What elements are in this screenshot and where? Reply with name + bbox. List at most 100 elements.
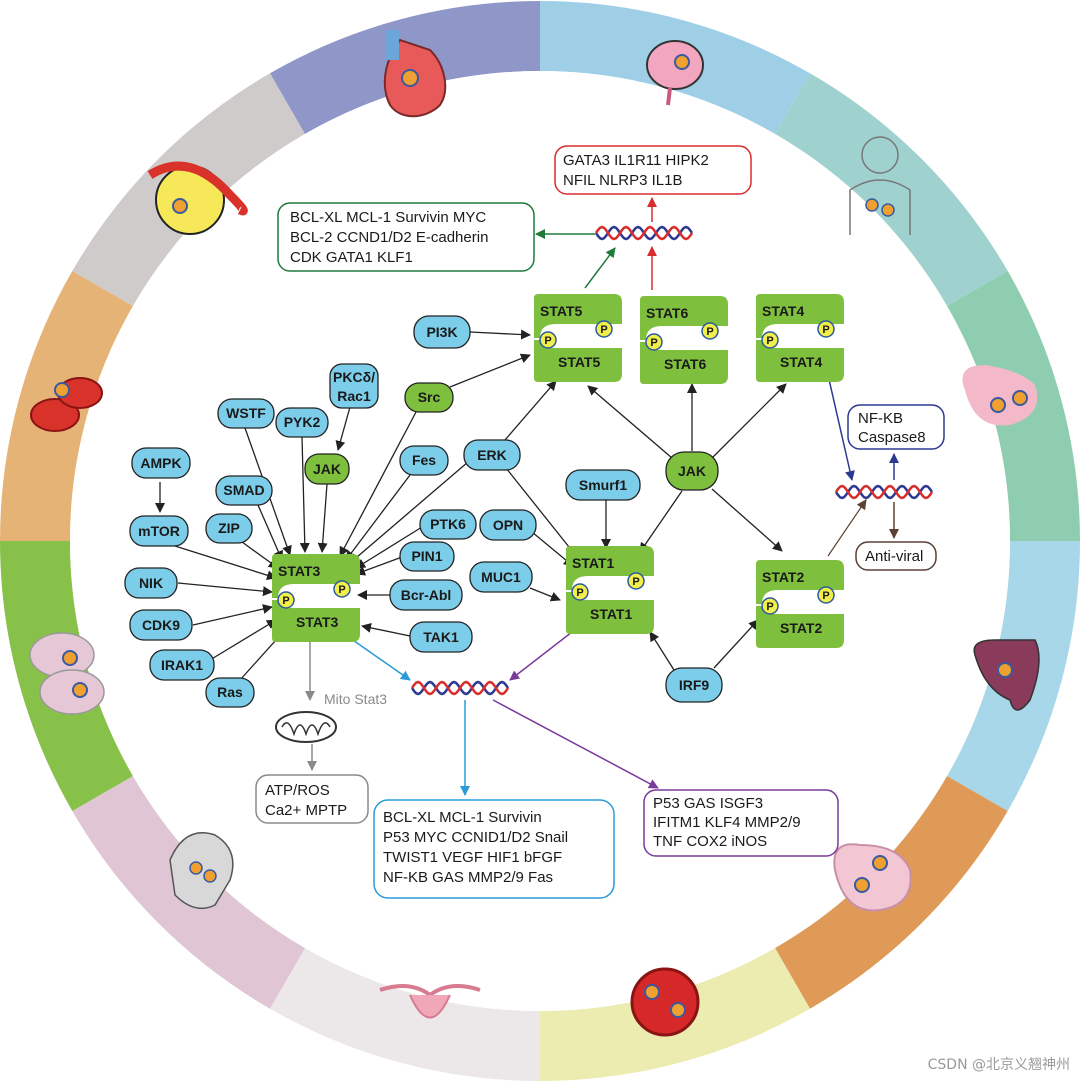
box-purple-bottom: P53 GAS ISGF3 IFITM1 KLF4 MMP2/9 TNF COX…: [643, 789, 839, 857]
svg-text:Bcr-Abl: Bcr-Abl: [401, 587, 452, 603]
node-erk: ERK: [463, 439, 521, 471]
svg-text:BCL-XL MCL-1 Survivin MYC: BCL-XL MCL-1 Survivin MYC: [290, 209, 486, 226]
node-pi3k: PI3K: [413, 315, 471, 349]
stat3-dimer: STAT3 STAT3 P P: [272, 554, 360, 642]
arrow-jak-stat4: [711, 383, 787, 459]
arrow-fes-stat3: [345, 474, 411, 561]
svg-text:PYK2: PYK2: [284, 414, 321, 430]
arrow-muc1-stat1: [529, 587, 561, 602]
arrow-jak-stat5: [587, 385, 673, 459]
node-mtor: mTOR: [129, 515, 189, 547]
svg-text:STAT3: STAT3: [296, 614, 338, 630]
arrow-stat4-dna: [827, 374, 855, 481]
node-muc1: MUC1: [469, 561, 533, 593]
node-smad: SMAD: [215, 475, 273, 506]
node-tak1: TAK1: [409, 621, 473, 653]
mitochondrion-icon: [275, 711, 337, 743]
svg-text:ZIP: ZIP: [218, 520, 240, 536]
lung-icon: [29, 632, 105, 715]
box-red-top: GATA3 IL1R11 HIPK2 NFIL NLRP3 IL1B: [554, 145, 752, 195]
ring-segment: [775, 73, 1008, 306]
svg-text:ERK: ERK: [477, 447, 507, 463]
svg-text:Ca2+ MPTP: Ca2+ MPTP: [265, 802, 347, 819]
svg-text:TWIST1 VEGF HIF1 bFGF: TWIST1 VEGF HIF1 bFGF: [383, 849, 562, 866]
node-cdk9: CDK9: [129, 609, 193, 641]
box-blue-bottom: BCL-XL MCL-1 Survivin P53 MYC CCNID1/D2 …: [373, 799, 615, 899]
svg-text:TAK1: TAK1: [423, 629, 459, 645]
svg-text:NF-KB GAS MMP2/9 Fas: NF-KB GAS MMP2/9 Fas: [383, 869, 553, 886]
arrow-src-stat3: [339, 411, 417, 557]
arrow-jak-stat3: [317, 483, 328, 553]
arrow-stat3-dna: [349, 637, 411, 681]
intestine-icon: [833, 843, 912, 912]
node-zip: ZIP: [205, 513, 253, 544]
node-jak-small: JAK: [304, 453, 350, 485]
node-irak1: IRAK1: [149, 649, 215, 681]
node-jak-main: JAK: [665, 451, 719, 491]
arrow-irf9-stat2: [713, 619, 759, 669]
svg-text:P53 MYC CCNID1/D2 Snail: P53 MYC CCNID1/D2 Snail: [383, 829, 568, 846]
svg-text:NIK: NIK: [139, 575, 163, 591]
svg-text:CDK9: CDK9: [142, 617, 180, 633]
svg-text:AMPK: AMPK: [140, 455, 181, 471]
svg-text:PI3K: PI3K: [426, 324, 457, 340]
svg-text:P: P: [338, 584, 345, 596]
svg-text:Caspase8: Caspase8: [858, 429, 926, 446]
svg-text:ATP/ROS: ATP/ROS: [265, 782, 330, 799]
svg-text:GATA3 IL1R11 HIPK2: GATA3 IL1R11 HIPK2: [563, 152, 709, 169]
svg-text:STAT2: STAT2: [780, 620, 822, 636]
svg-text:P: P: [576, 587, 583, 599]
stat4-dimer: STAT4 STAT4 P P: [756, 294, 844, 382]
stat6-dimer: STAT6 STAT6 P P: [640, 296, 728, 384]
svg-text:STAT5: STAT5: [558, 354, 600, 370]
svg-text:P: P: [632, 576, 639, 588]
blood-cells-icon: [30, 377, 103, 432]
liver-icon: [973, 639, 1040, 711]
blood-vessel-icon: [147, 161, 248, 235]
svg-text:PTK6: PTK6: [430, 516, 466, 532]
svg-text:Fes: Fes: [412, 452, 436, 468]
svg-text:IRAK1: IRAK1: [161, 657, 203, 673]
svg-text:JAK: JAK: [313, 461, 341, 477]
arrow-erk-stat1: [505, 467, 578, 558]
node-opn: OPN: [479, 509, 537, 541]
svg-text:P: P: [282, 595, 289, 607]
svg-text:IRF9: IRF9: [679, 677, 710, 693]
svg-text:STAT3: STAT3: [278, 563, 320, 579]
stat-dimers: STAT5 STAT5 P P STAT6 STAT6 P P STAT4 ST…: [272, 294, 844, 648]
node-fes: Fes: [399, 445, 449, 476]
protein-nodes: PI3K Src PKCδ/Rac1 WSTF PYK2 JAK AMPK mT…: [124, 315, 723, 708]
dna-icon-center: [410, 680, 510, 696]
dna-icon-right: [834, 484, 934, 500]
svg-text:P: P: [822, 590, 829, 602]
svg-text:STAT1: STAT1: [572, 555, 614, 571]
organ-icons: [29, 30, 1040, 1037]
node-bcr-abl: Bcr-Abl: [389, 579, 463, 611]
node-pkcd-rac1: PKCδ/Rac1: [329, 363, 379, 409]
node-ptk6: PTK6: [419, 509, 477, 540]
svg-text:STAT4: STAT4: [780, 354, 822, 370]
node-smurf1: Smurf1: [565, 469, 641, 501]
dna-strands: [410, 225, 934, 696]
svg-text:P53 GAS ISGF3: P53 GAS ISGF3: [653, 795, 763, 812]
stat2-dimer: STAT2 STAT2 P P: [756, 560, 844, 648]
svg-text:mTOR: mTOR: [138, 523, 180, 539]
arrow-erk-stat3: [349, 461, 469, 564]
arrow-pkcd-jak: [335, 406, 351, 451]
arrow-pyk2-stat3: [299, 436, 310, 553]
arrow-smad-stat3: [257, 504, 283, 561]
svg-text:P: P: [766, 601, 773, 613]
svg-text:MUC1: MUC1: [481, 569, 521, 585]
svg-text:CDK GATA1 KLF1: CDK GATA1 KLF1: [290, 249, 413, 266]
svg-text:Rac1: Rac1: [337, 388, 371, 404]
svg-text:STAT5: STAT5: [540, 303, 582, 319]
node-ras: Ras: [205, 677, 255, 708]
svg-text:Smurf1: Smurf1: [579, 477, 627, 493]
arrow-dna-purplebox: [492, 699, 659, 789]
svg-text:NFIL NLRP3 IL1B: NFIL NLRP3 IL1B: [563, 172, 683, 189]
svg-text:STAT6: STAT6: [646, 305, 688, 321]
stat5-dimer: STAT5 STAT5 P P: [534, 294, 622, 382]
svg-text:STAT6: STAT6: [664, 356, 706, 372]
virus-icon: [630, 967, 700, 1037]
svg-text:P: P: [706, 326, 713, 338]
